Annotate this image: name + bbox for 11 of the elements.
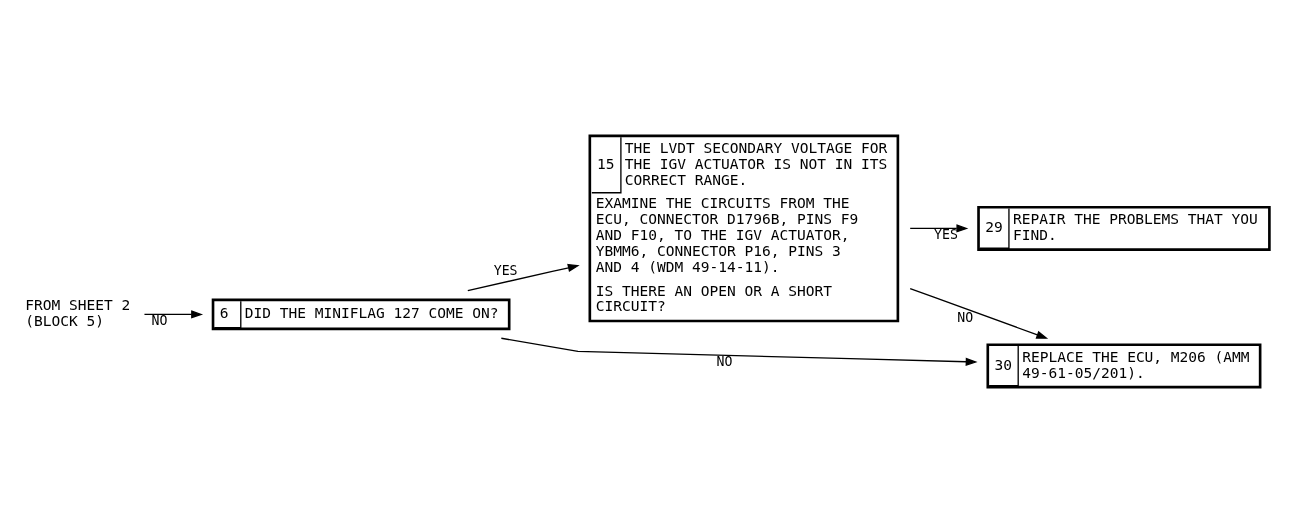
- edge-label: YES: [493, 263, 518, 279]
- arrow: [467, 263, 580, 292]
- edge-label: NO: [151, 312, 168, 328]
- edge-label: YES: [934, 227, 958, 243]
- edge-label: NO: [957, 310, 974, 326]
- edge-label: NO: [716, 354, 733, 370]
- arrow: [500, 337, 978, 366]
- arrow: [143, 310, 204, 319]
- arrow: [909, 224, 969, 233]
- arrow: [909, 287, 1049, 339]
- node-text: FROM SHEET 2 (BLOCK 5): [25, 297, 131, 330]
